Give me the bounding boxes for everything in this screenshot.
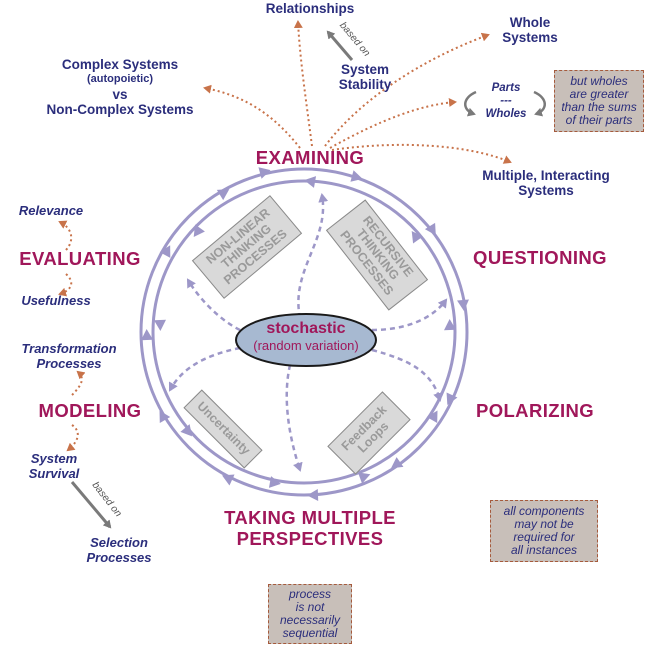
noncomplex-systems-label: Non-Complex Systems xyxy=(46,102,194,117)
stage-modeling: MODELING xyxy=(38,400,142,421)
note-wholes-greater: but wholes are greater than the sums of … xyxy=(554,70,644,132)
stage-perspectives: TAKING MULTIPLE PERSPECTIVES xyxy=(224,507,396,549)
stochastic-label: stochastic xyxy=(266,320,346,337)
loop-arrowheads xyxy=(141,167,469,501)
multiple-systems-label: Multiple, Interacting Systems xyxy=(482,168,610,199)
note-components: all components may not be required for a… xyxy=(490,500,598,562)
stage-examining: EXAMINING xyxy=(255,147,365,168)
stage-polarizing: POLARIZING xyxy=(475,400,595,421)
system-survival-label: System Survival xyxy=(28,451,80,481)
usefulness-label: Usefulness xyxy=(21,293,91,308)
parts-label: Parts xyxy=(491,82,521,94)
autopoietic-label: (autopoietic) xyxy=(87,73,153,85)
stochastic-arrows xyxy=(168,193,448,472)
dashes-label: --- xyxy=(500,95,512,107)
wholes-label: Wholes xyxy=(485,108,527,120)
transformation-processes-label: Transformation Processes xyxy=(21,341,117,371)
stage-questioning: QUESTIONING xyxy=(473,247,607,268)
system-stability-label: System Stability xyxy=(338,62,392,93)
parts-wholes-cycle xyxy=(464,90,546,117)
random-variation-label: (random variation) xyxy=(253,338,359,353)
note-sequential: process is not necessarily sequential xyxy=(268,584,352,644)
vs-label: vs xyxy=(112,87,128,102)
examining-arrows xyxy=(203,20,512,164)
relationships-label: Relationships xyxy=(265,1,355,16)
stage-evaluating: EVALUATING xyxy=(19,248,141,269)
relevance-label: Relevance xyxy=(18,203,84,218)
complex-systems-label: Complex Systems xyxy=(61,57,179,72)
whole-systems-label: Whole Systems xyxy=(502,15,558,46)
outer-loop xyxy=(139,167,469,497)
selection-processes-label: Selection Processes xyxy=(86,535,152,565)
side-arrows xyxy=(58,220,86,452)
stochastic-ellipse xyxy=(235,313,377,367)
based-on-arrows xyxy=(70,30,354,529)
